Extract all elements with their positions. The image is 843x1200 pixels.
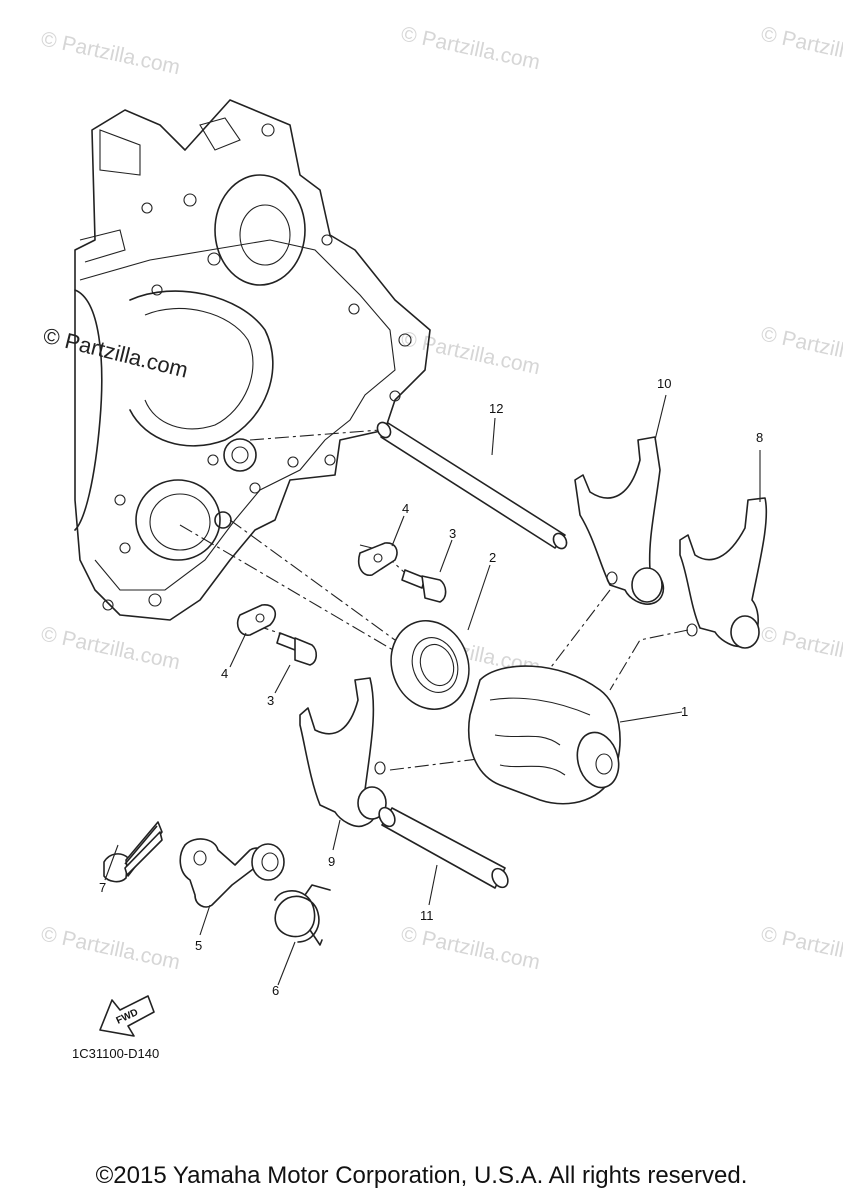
callout-lever-bolt: 7 [99,880,106,895]
watermark: © Partzilla.com [759,322,843,374]
stopper-plate-upper [357,542,398,576]
shift-fork-right [679,497,768,649]
watermark: © Partzilla.com [759,22,843,74]
watermark: © Partzilla.com [39,922,182,974]
callout-fork-upper: 10 [657,376,671,391]
watermark-main: © Partzilla.com [41,323,191,383]
shift-fork-upper [574,436,665,605]
leader-lines [104,394,761,986]
callout-torsion-spring: 6 [272,983,279,998]
bearing [390,619,470,711]
callout-stopper-lower: 4 [221,666,228,681]
callouts: 1 2 3 4 4 3 5 6 7 8 9 10 11 12 [99,376,763,998]
segment-lever [179,838,285,908]
callout-bolt-lower: 3 [267,693,274,708]
watermark: © Partzilla.com [39,27,182,79]
callout-fork-right: 8 [756,430,763,445]
watermark: © Partzilla.com [759,922,843,974]
fwd-arrow-icon: FWD [99,995,155,1037]
shift-fork-front [299,677,387,828]
watermark: © Partzilla.com [399,327,542,379]
copyright-notice: ©2015 Yamaha Motor Corporation, U.S.A. A… [95,1162,748,1189]
callout-stopper-upper: 4 [402,501,409,516]
callout-guide-bar-lower: 11 [420,908,434,923]
callout-fork-front: 9 [328,854,335,869]
watermark: © Partzilla.com [399,22,542,74]
watermark: © Partzilla.com [399,922,542,974]
callout-guide-bar-upper: 12 [489,401,503,416]
callout-bearing: 2 [489,550,496,565]
watermark: © Partzilla.com [759,622,843,674]
stopper-plate-lower [236,604,277,636]
shift-cam [468,665,621,805]
bolt-lower [276,632,318,666]
callout-shift-cam: 1 [681,704,688,719]
crankcase [74,99,431,621]
bolt-upper [401,569,447,603]
lever-bolt [103,821,163,883]
callout-segment-lever: 5 [195,938,202,953]
callout-bolt-upper: 3 [449,526,456,541]
guide-bar-lower [378,806,509,889]
watermark: © Partzilla.com [39,622,182,674]
torsion-spring [274,884,331,946]
diagram-code: 1C31100-D140 [72,1046,159,1061]
guide-bar-upper [376,421,568,550]
